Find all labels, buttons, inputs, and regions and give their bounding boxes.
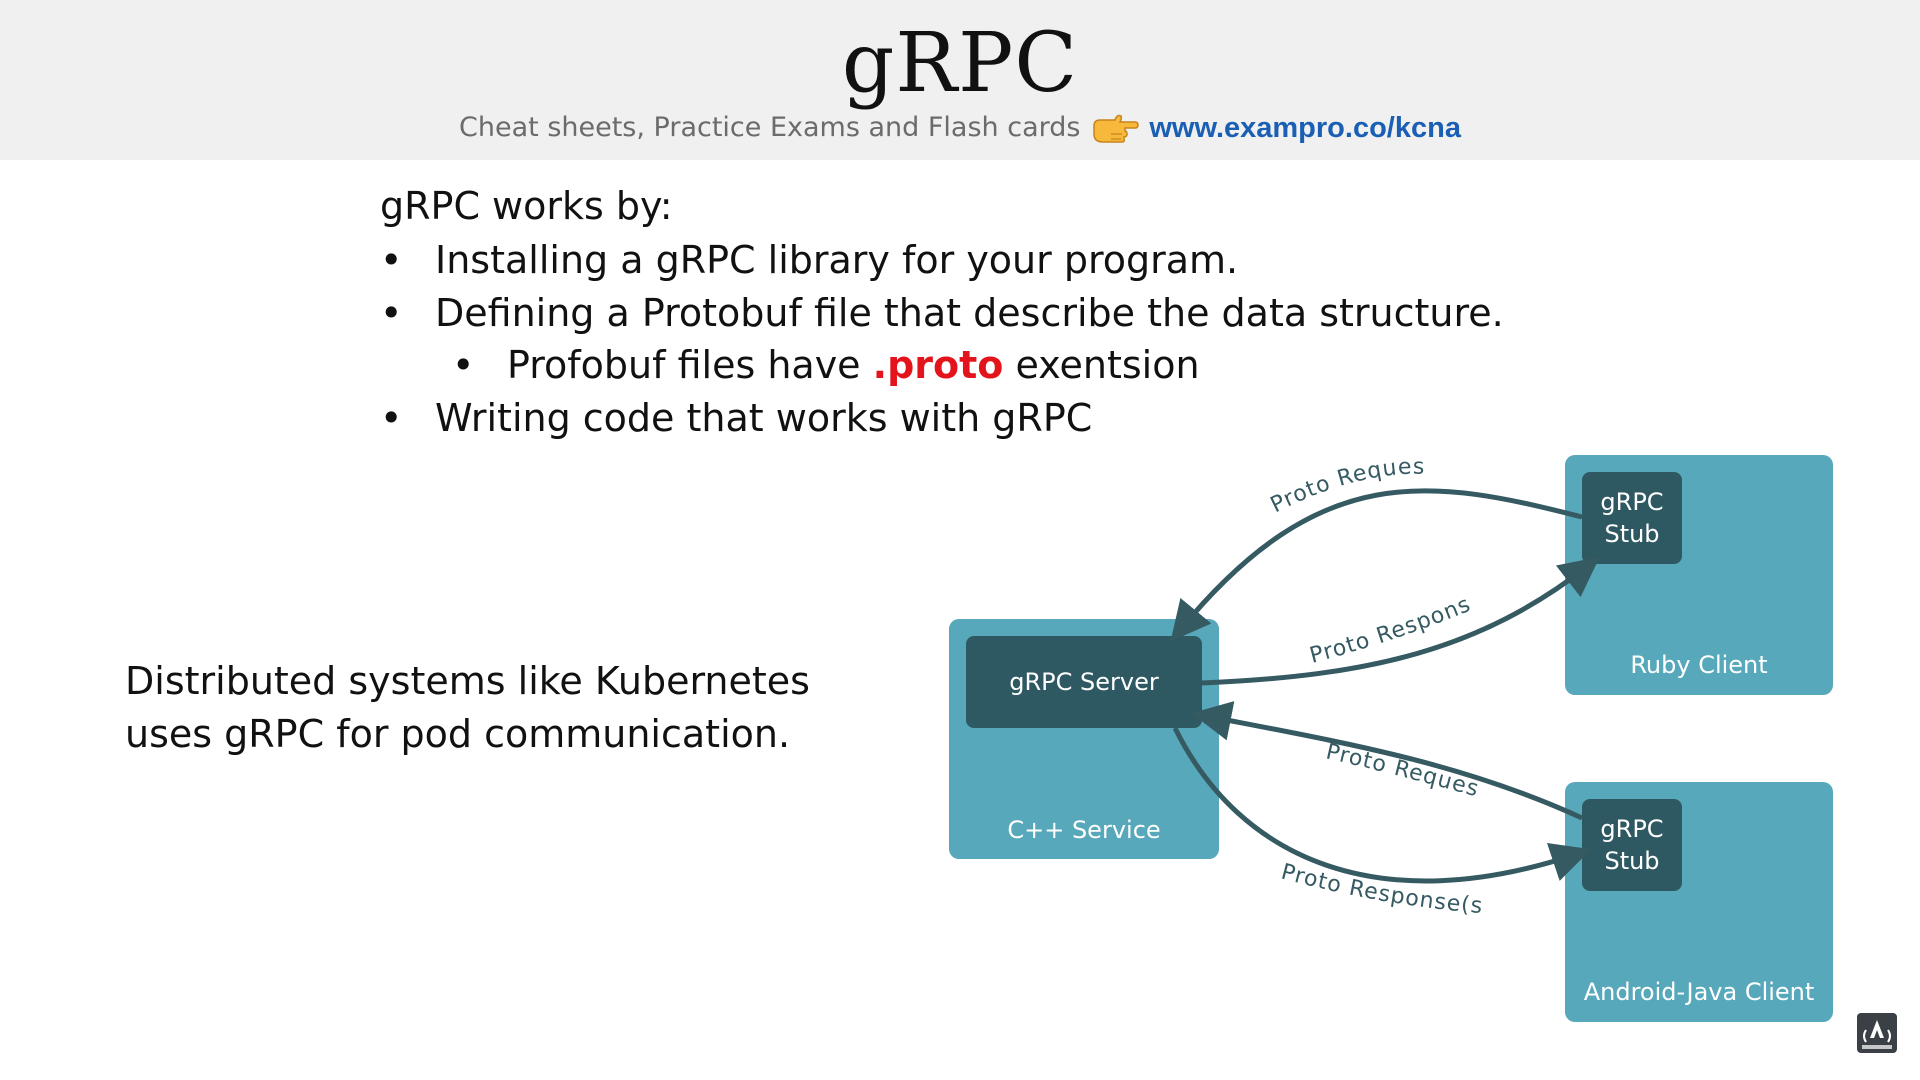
ruby-grpc-stub-box bbox=[1582, 472, 1682, 564]
android-response-label: Proto Response(s) bbox=[0, 0, 1483, 919]
subtitle-text: Cheat sheets, Practice Exams and Flash c… bbox=[459, 112, 1081, 143]
subtitle-row: Cheat sheets, Practice Exams and Flash c… bbox=[0, 108, 1920, 148]
android-grpc-stub-box bbox=[1582, 799, 1682, 891]
bullet-dot: • bbox=[380, 238, 403, 282]
ruby-response-label: Proto Response bbox=[0, 0, 1475, 669]
ruby-request-label: Proto Request bbox=[0, 0, 1425, 518]
kubernetes-note: Distributed systems like Kubernetes uses… bbox=[125, 659, 810, 756]
grpc-server-label: gRPC Server bbox=[1009, 668, 1159, 696]
page-title: gRPC bbox=[841, 16, 1079, 111]
intro-heading: gRPC works by: bbox=[380, 184, 673, 228]
subscribe-badge-icon[interactable] bbox=[1856, 1012, 1898, 1054]
android-client-label: Android-Java Client bbox=[1584, 978, 1815, 1006]
pointing-hand-icon bbox=[1091, 110, 1139, 146]
bullet-text: Defining a Protobuf file that describe t… bbox=[435, 290, 1504, 335]
grpc-server-box bbox=[966, 636, 1202, 728]
arrow-ruby-request bbox=[1170, 488, 1583, 642]
bullet-dot: • bbox=[380, 290, 403, 335]
android-stub-line1: gRPC bbox=[1600, 815, 1663, 843]
arrow-android-response bbox=[1172, 726, 1592, 884]
bullet-dot: • bbox=[380, 395, 403, 440]
proto-extension-highlight: .proto bbox=[872, 343, 1004, 387]
arrow-android-request bbox=[1191, 701, 1584, 821]
header-banner: gRPC Cheat sheets, Practice Exams and Fl… bbox=[0, 0, 1920, 160]
bullet-text: Writing code that works with gRPC bbox=[435, 395, 1093, 440]
bullet-dot: • bbox=[452, 343, 475, 387]
bullet-text: Installing a gRPC library for your progr… bbox=[435, 238, 1239, 282]
ruby-stub-line2: Stub bbox=[1604, 520, 1659, 548]
bullet-text-before: Profobuf files have bbox=[507, 343, 873, 387]
ruby-stub-line1: gRPC bbox=[1600, 488, 1663, 516]
exampro-link[interactable]: www.exampro.co/kcna bbox=[1149, 112, 1461, 144]
bullet-text-after: exentsion bbox=[1003, 343, 1200, 387]
arrow-ruby-response bbox=[1201, 556, 1600, 686]
android-stub-line2: Stub bbox=[1604, 847, 1659, 875]
cpp-service-label: C++ Service bbox=[1007, 816, 1160, 844]
bullet-text: Profobuf files have .proto exentsion bbox=[507, 339, 1200, 391]
ruby-client-label: Ruby Client bbox=[1630, 651, 1767, 679]
android-request-label: Proto Request bbox=[0, 0, 1481, 802]
